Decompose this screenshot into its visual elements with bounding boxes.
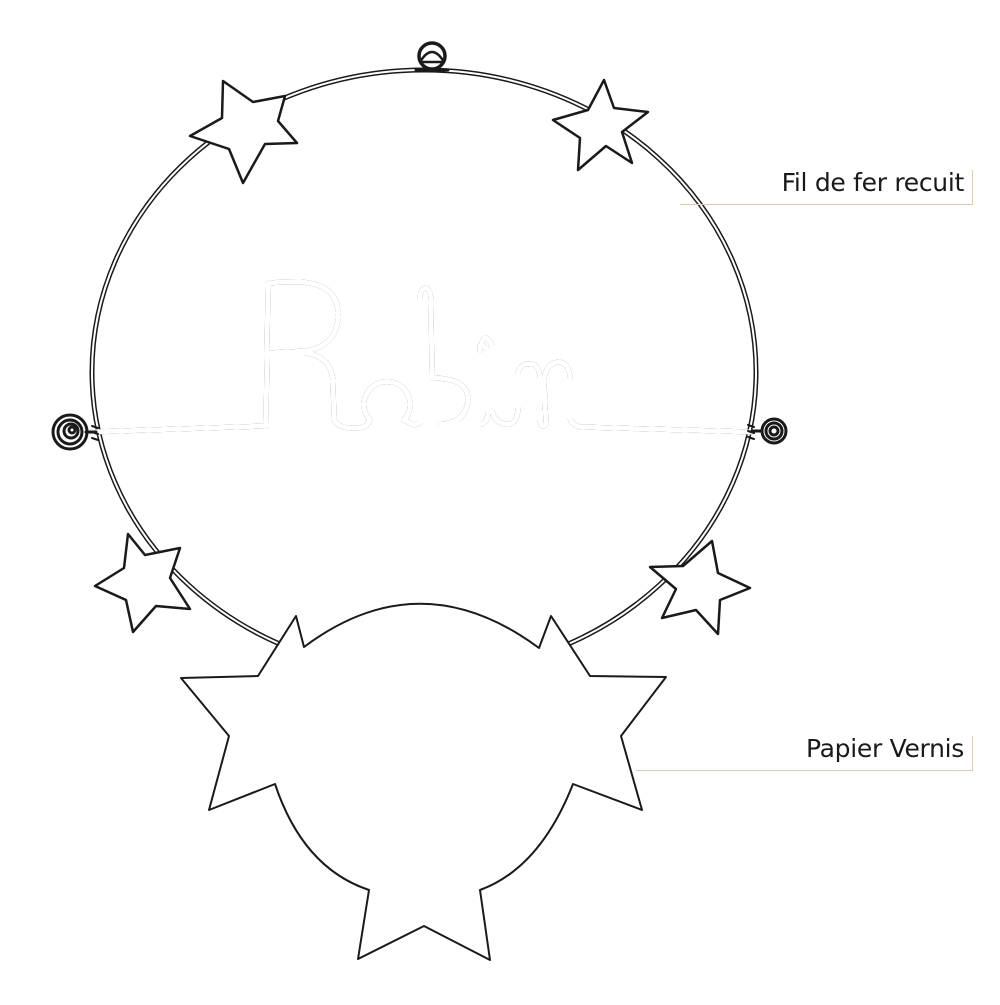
- hanging-loop-icon: [414, 41, 450, 72]
- star-bottom-left-icon: [93, 532, 192, 634]
- star-top-right-icon: [551, 78, 650, 172]
- label-wire: Fil de fer recuit: [781, 168, 965, 197]
- wire-ring: [89, 67, 759, 677]
- star-top-left-icon: [188, 79, 299, 185]
- paper-leader-end: [972, 736, 973, 771]
- label-paper: Papier Vernis: [806, 734, 964, 763]
- star-bottom-right-icon: [648, 539, 752, 636]
- wire-leader-end: [972, 170, 973, 205]
- right-coil-icon: [747, 417, 788, 445]
- paper-medallion: [180, 602, 667, 961]
- left-coil-icon: [51, 413, 99, 451]
- paper-leader-line: [636, 770, 973, 771]
- wire-leader-line: [680, 204, 973, 205]
- name-wire-robin: [89, 279, 755, 435]
